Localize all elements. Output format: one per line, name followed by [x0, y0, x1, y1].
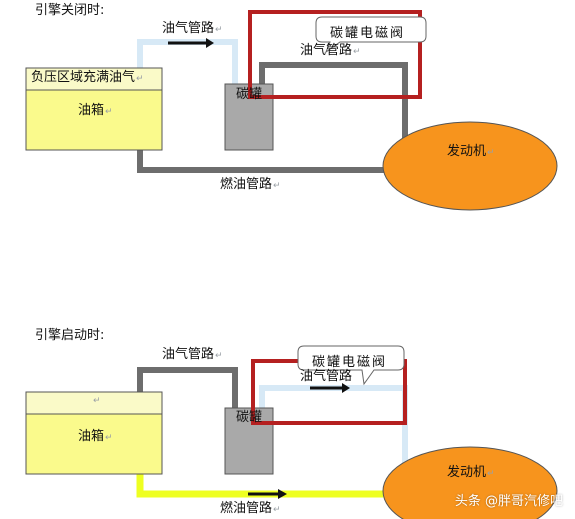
- on-valve-callout-bubble: [297, 345, 405, 386]
- on-heading: 引擎启动时:: [35, 329, 104, 343]
- off-heading: 引擎关闭时:: [35, 4, 104, 18]
- off-tank-vapor-zone: [25, 67, 163, 91]
- on-heading-text: 引擎启动时:: [35, 328, 105, 343]
- off-vapor-pipe-top-text: 油气管路: [162, 21, 215, 36]
- on-fuel-pipe: [136, 474, 392, 498]
- off-canister-label: 碳罐: [236, 88, 262, 102]
- off-vapor-pipe-top-label: 油气管路↵: [162, 21, 223, 36]
- off-tank-label: 油箱↵: [78, 103, 113, 118]
- off-tank-text: 油箱: [78, 103, 105, 118]
- on-tank-paragraph-mark: ↵: [93, 396, 101, 406]
- off-vapor-pipe-inner-label: 油气管路↵: [300, 43, 361, 58]
- watermark: 头条 @胖哥汽修吧: [455, 490, 563, 509]
- off-valve-callout-text: 碳罐电磁阀: [330, 26, 406, 41]
- off-valve-callout-bubble: [315, 16, 427, 54]
- on-vapor-flow-arrowhead: [342, 383, 350, 393]
- off-valve-frame: [248, 10, 422, 99]
- on-tank-upper-zone: [25, 391, 163, 415]
- on-valve-callout-text: 碳罐电磁阀: [312, 355, 388, 370]
- on-canister-label: 碳罐: [236, 411, 262, 425]
- off-tank-top-label: 负压区域充满油气↵: [31, 70, 144, 85]
- on-vapor-pipe-canister-engine: [259, 385, 408, 470]
- off-engine-label: 发动机↵: [447, 144, 495, 159]
- off-tank-top-text: 负压区域充满油气: [31, 70, 136, 85]
- on-canister: [224, 407, 274, 475]
- on-vapor-pipe-top-label: 油气管路↵: [162, 347, 223, 362]
- off-flow-arrowhead: [206, 38, 214, 48]
- on-fuel-pipe-label: 燃油管路↵: [220, 501, 281, 516]
- watermark-text: 头条 @胖哥汽修吧: [454, 494, 563, 509]
- off-engine: [382, 121, 558, 211]
- off-canister-text: 碳罐: [236, 87, 263, 102]
- off-fuel-pipe-text: 燃油管路: [220, 177, 273, 192]
- off-vapor-pipe-canister-engine: [259, 62, 408, 145]
- on-valve-callout: 碳罐电磁阀: [312, 351, 387, 370]
- on-vapor-pipe-inner-label: 油气管路: [300, 370, 352, 384]
- on-vapor-pipe-tank-canister: [137, 367, 238, 408]
- on-engine: [382, 446, 558, 519]
- on-engine-text: 发动机: [447, 465, 487, 480]
- on-vapor-pipe-top-text: 油气管路: [162, 347, 215, 362]
- off-engine-text: 发动机: [447, 144, 487, 159]
- on-fuel-pipe-text: 燃油管路: [220, 501, 273, 516]
- on-tank-text: 油箱: [78, 429, 105, 444]
- off-valve-callout: 碳罐电磁阀: [330, 22, 405, 41]
- on-vapor-pipe-inner-text: 油气管路: [300, 369, 353, 384]
- off-fuel-pipe: [137, 150, 390, 173]
- off-heading-text: 引擎关闭时:: [35, 3, 105, 18]
- on-engine-label: 发动机↵: [447, 465, 495, 480]
- on-fuel-flow-arrowhead: [278, 489, 287, 499]
- off-fuel-pipe-label: 燃油管路↵: [220, 177, 281, 192]
- on-tank-label: 油箱↵: [78, 429, 113, 444]
- on-canister-text: 碳罐: [236, 410, 263, 425]
- off-vapor-pipe-inner-text: 油气管路: [300, 43, 353, 58]
